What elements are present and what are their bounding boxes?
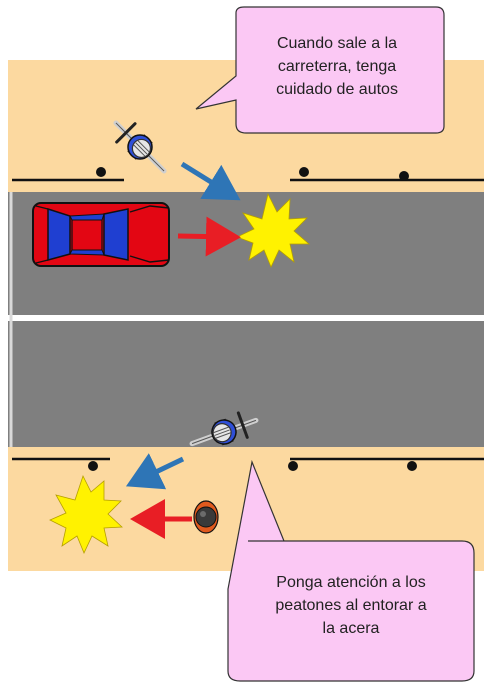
curb-post: [407, 461, 417, 471]
arrow-car-path: [178, 236, 231, 237]
car-icon: [33, 203, 169, 266]
curb-post: [288, 461, 298, 471]
bottom-bubble-text: Ponga atención a los peatones al entorar…: [232, 571, 470, 640]
curb-post: [88, 461, 98, 471]
curb-post: [96, 167, 106, 177]
curb-post: [299, 167, 309, 177]
top-bubble-text: Cuando sale a la carreterra, tenga cuida…: [234, 32, 440, 101]
lane-divider: [8, 315, 484, 321]
pedestrian-icon: [194, 501, 218, 533]
curb-post: [399, 171, 409, 181]
